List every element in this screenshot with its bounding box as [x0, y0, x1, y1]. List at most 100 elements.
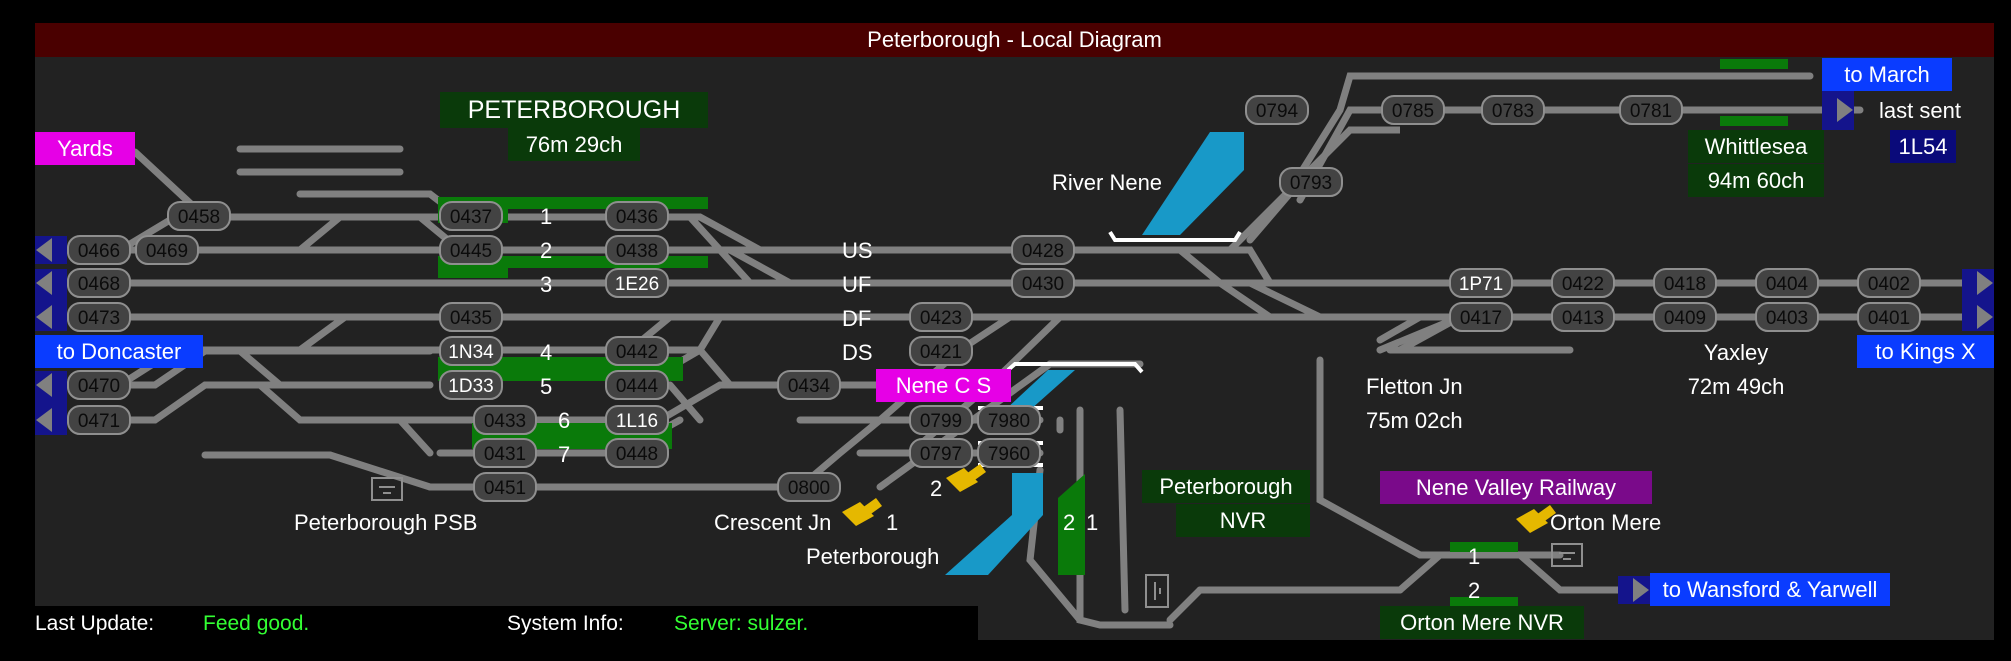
orton-platform-2	[1450, 597, 1518, 607]
berth-text: 0417	[1460, 308, 1502, 329]
berth-text: 0785	[1392, 101, 1434, 122]
berth-text: 0781	[1630, 101, 1672, 122]
berth-text: 1L16	[616, 411, 658, 432]
platform-number-2: 2	[540, 238, 553, 263]
peterborough-lower-label: Peterborough	[806, 544, 940, 569]
berth-text: 0436	[616, 207, 658, 228]
berth-text: 0799	[920, 411, 962, 432]
berth-0468[interactable]: 0468	[67, 268, 131, 298]
berth-0785[interactable]: 0785	[1381, 95, 1445, 125]
berth-0435[interactable]: 0435	[439, 302, 503, 332]
berth-text: 0445	[450, 241, 492, 262]
berth-text: 0418	[1664, 274, 1706, 295]
berth-0433[interactable]: 0433	[473, 405, 537, 435]
berth-0421[interactable]: 0421	[909, 336, 973, 366]
system-info-value: Server: sulzer.	[674, 612, 809, 635]
orton-nvr-name: Orton Mere NVR	[1380, 606, 1584, 639]
berth-text: 0403	[1766, 308, 1808, 329]
berth-text: 0793	[1290, 173, 1332, 194]
berth-0404[interactable]: 0404	[1755, 268, 1819, 298]
berth-text: 0797	[920, 444, 962, 465]
berth-text: 0402	[1868, 274, 1910, 295]
berth-0451[interactable]: 0451	[473, 472, 537, 502]
last-update-value: Feed good.	[203, 612, 310, 635]
arrow-right-icon	[1837, 98, 1853, 122]
berth-0799[interactable]: 0799	[909, 405, 973, 435]
berth-1l16[interactable]: 1L16	[605, 405, 669, 435]
berth-1d33[interactable]: 1D33	[439, 370, 503, 400]
berth-0434[interactable]: 0434	[777, 370, 841, 400]
berth-1e26[interactable]: 1E26	[605, 268, 669, 298]
berth-0448[interactable]: 0448	[605, 438, 669, 468]
whittlesea-mileage: 94m 60ch	[1688, 164, 1824, 197]
nvr-company-sign[interactable]: Nene Valley Railway	[1380, 471, 1652, 504]
berth-text: 0794	[1256, 101, 1299, 122]
fletton-name: Fletton Jn	[1366, 374, 1463, 399]
berth-text: 0433	[484, 411, 526, 432]
whittlesea-name: Whittlesea	[1688, 130, 1824, 163]
line-ds: DS	[842, 340, 873, 365]
berth-1p71[interactable]: 1P71	[1449, 268, 1513, 298]
berth-0783[interactable]: 0783	[1481, 95, 1545, 125]
berth-0413[interactable]: 0413	[1551, 302, 1615, 332]
berth-0794[interactable]: 0794	[1245, 95, 1309, 125]
berth-0470[interactable]: 0470	[67, 370, 131, 400]
berth-text: 0401	[1868, 308, 1910, 329]
berth-text: 0438	[616, 241, 658, 262]
arrow-left-icon	[36, 238, 52, 262]
berth-0431[interactable]: 0431	[473, 438, 537, 468]
berth-0402[interactable]: 0402	[1857, 268, 1921, 298]
berth-0409[interactable]: 0409	[1653, 302, 1717, 332]
berth-text: 0458	[178, 207, 220, 228]
nvr-platform	[1058, 474, 1085, 575]
nene-cs-sign[interactable]: Nene C S	[876, 369, 1011, 402]
berth-0800[interactable]: 0800	[777, 472, 841, 502]
berth-0417[interactable]: 0417	[1449, 302, 1513, 332]
berth-7980[interactable]: 7980	[977, 405, 1041, 435]
berth-text: 1P71	[1459, 274, 1503, 295]
berth-text: 0444	[616, 376, 659, 397]
berth-0797[interactable]: 0797	[909, 438, 973, 468]
crescent-1: 1	[886, 510, 899, 535]
berth-0428[interactable]: 0428	[1011, 235, 1075, 265]
berth-text: 0421	[920, 342, 962, 363]
berth-0430[interactable]: 0430	[1011, 268, 1075, 298]
berth-0422[interactable]: 0422	[1551, 268, 1615, 298]
berth-7960[interactable]: 7960	[977, 438, 1041, 468]
march-sign[interactable]: to March	[1822, 58, 1952, 91]
doncaster-sign[interactable]: to Doncaster	[35, 335, 203, 368]
berth-text: 0466	[78, 241, 120, 262]
orton-building-icon	[1551, 543, 1583, 567]
wansford-sign[interactable]: to Wansford & Yarwell	[1650, 573, 1890, 606]
arrow-left-icon	[36, 408, 52, 432]
kings-x-sign[interactable]: to Kings X	[1857, 335, 1994, 368]
system-info-label: System Info:	[507, 612, 624, 635]
berth-text: 0473	[78, 308, 120, 329]
berth-0466[interactable]: 0466	[67, 235, 131, 265]
berth-0442[interactable]: 0442	[605, 336, 669, 366]
berth-0781[interactable]: 0781	[1619, 95, 1683, 125]
berth-0471[interactable]: 0471	[67, 405, 131, 435]
berth-0437[interactable]: 0437	[439, 201, 503, 231]
psb-building-icon	[371, 477, 403, 501]
berth-1n34[interactable]: 1N34	[439, 336, 503, 366]
arrow-right-icon	[1977, 305, 1993, 329]
berth-0418[interactable]: 0418	[1653, 268, 1717, 298]
yaxley-mileage: 72m 49ch	[1687, 374, 1785, 399]
berth-0473[interactable]: 0473	[67, 302, 131, 332]
yards-sign[interactable]: Yards	[35, 132, 135, 165]
berth-0444[interactable]: 0444	[605, 370, 669, 400]
berth-0469[interactable]: 0469	[135, 235, 199, 265]
crescent-2: 2	[930, 476, 943, 501]
berth-0401[interactable]: 0401	[1857, 302, 1921, 332]
berth-0436[interactable]: 0436	[605, 201, 669, 231]
berth-0403[interactable]: 0403	[1755, 302, 1819, 332]
berth-0793[interactable]: 0793	[1279, 167, 1343, 197]
berth-0438[interactable]: 0438	[605, 235, 669, 265]
berth-0458[interactable]: 0458	[167, 201, 231, 231]
berth-text: 0428	[1022, 241, 1064, 262]
berth-0445[interactable]: 0445	[439, 235, 503, 265]
arrow-left-icon	[36, 271, 52, 295]
nene-junction-icon	[946, 464, 986, 492]
berth-0423[interactable]: 0423	[909, 302, 973, 332]
